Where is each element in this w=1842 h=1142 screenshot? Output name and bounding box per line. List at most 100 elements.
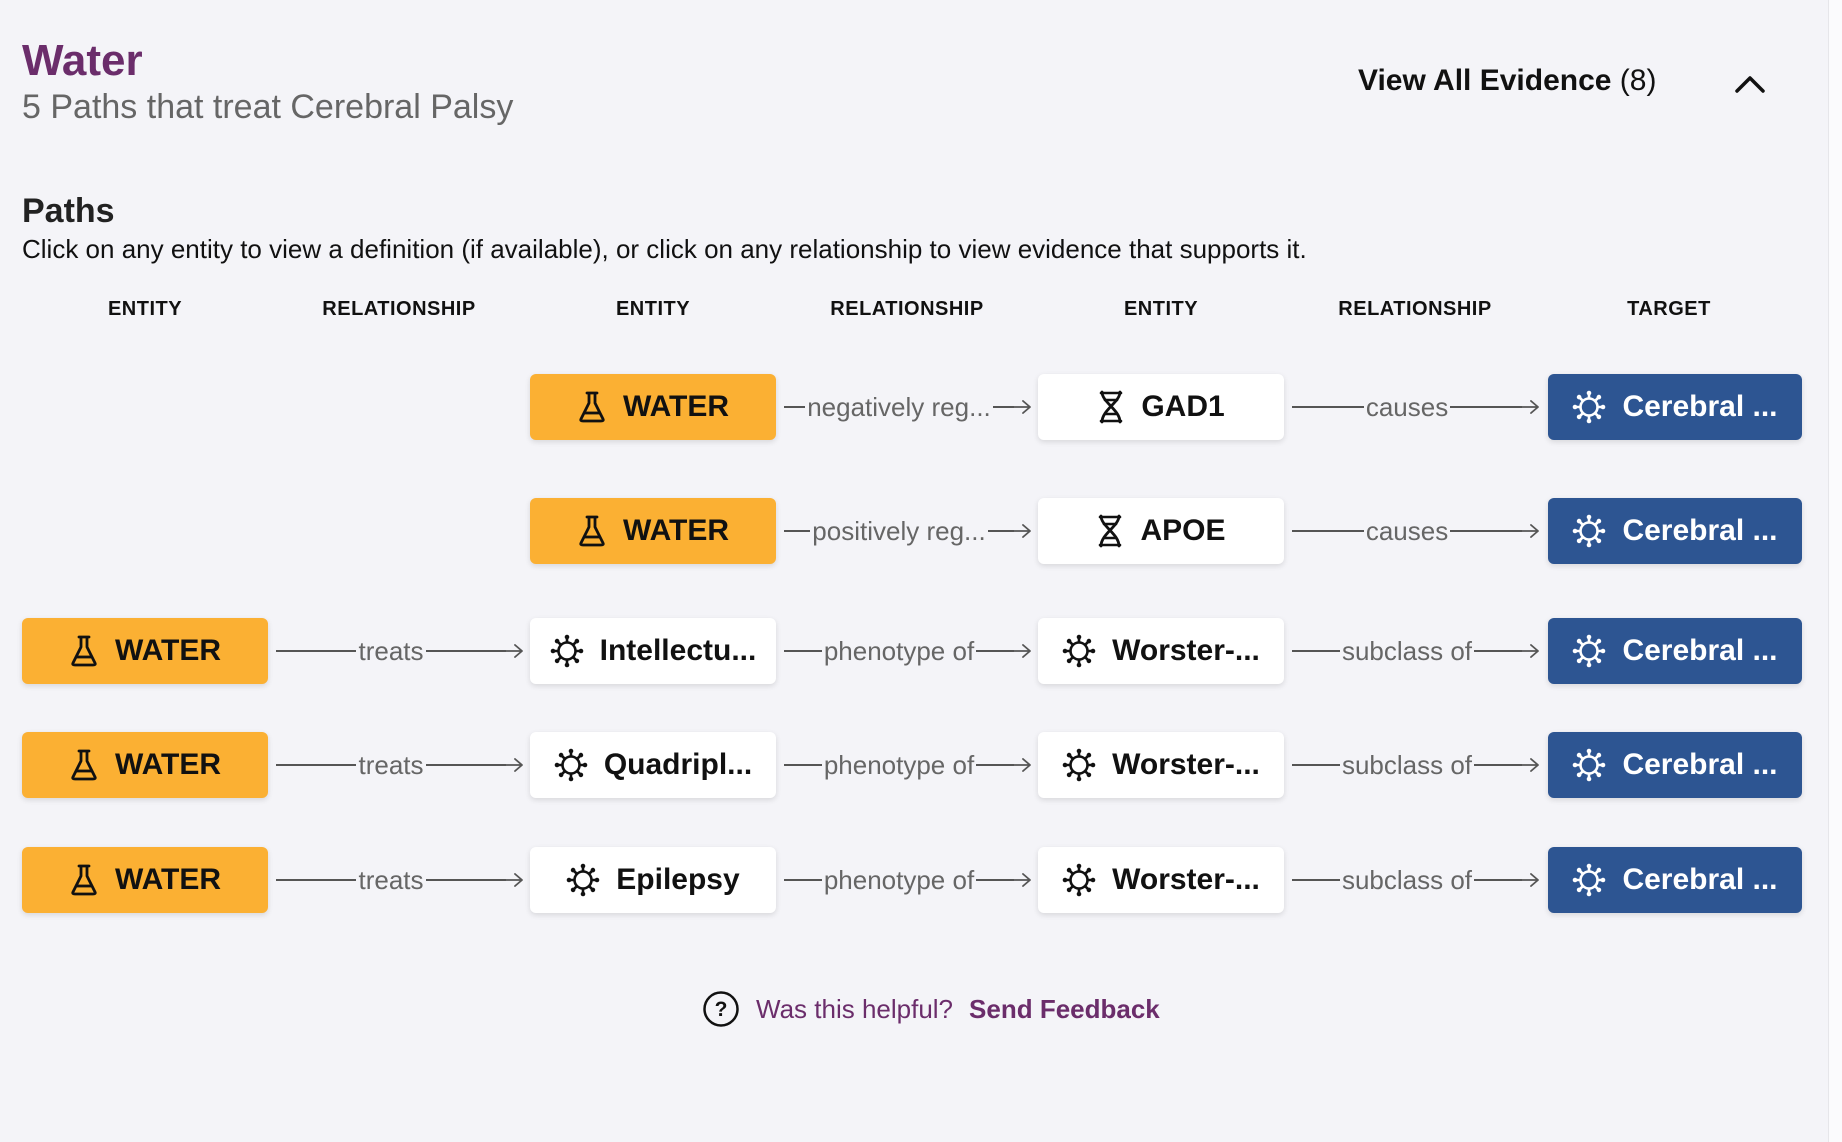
edge-line: [276, 879, 357, 881]
chip-label: Quadripl...: [603, 748, 753, 781]
arrow-right-icon: [1014, 399, 1032, 415]
virus-icon: [566, 863, 600, 897]
virus-icon: [1572, 514, 1606, 548]
relationship-label: treats: [358, 864, 424, 895]
chip-label: GAD1: [1141, 390, 1225, 423]
relationship-edge[interactable]: phenotype of: [784, 618, 1032, 684]
edge-line: [976, 879, 1015, 881]
target-chip[interactable]: Cerebral ...: [1548, 847, 1802, 913]
chip-label: Epilepsy: [616, 863, 740, 896]
entity-chip[interactable]: Intellectu...: [530, 618, 776, 684]
path-row: WATER positively reg... APOE causes Cerebral…: [0, 498, 1842, 564]
relationship-edge[interactable]: treats: [276, 847, 524, 913]
relationship-edge[interactable]: phenotype of: [784, 847, 1032, 913]
relationship-label: negatively reg...: [807, 391, 991, 422]
arrow-right-icon: [1522, 872, 1540, 888]
relationship-label: phenotype of: [823, 635, 975, 666]
target-chip[interactable]: Cerebral ...: [1548, 374, 1802, 440]
flask-icon: [577, 390, 607, 424]
virus-icon: [1572, 863, 1606, 897]
arrow-right-icon: [1014, 757, 1032, 773]
chip-label: Cerebral ...: [1622, 634, 1778, 667]
arrow-right-icon: [1522, 757, 1540, 773]
relationship-label: phenotype of: [823, 749, 975, 780]
entity-chip[interactable]: Worster-...: [1038, 847, 1284, 913]
edge-line: [784, 530, 811, 532]
entity-chip[interactable]: Quadripl...: [530, 732, 776, 798]
arrow-right-icon: [1522, 399, 1540, 415]
column-header-relationship-3: RELATIONSHIP: [1338, 298, 1492, 320]
arrow-right-icon: [1014, 643, 1032, 659]
relationship-edge[interactable]: treats: [276, 732, 524, 798]
chip-label: APOE: [1140, 514, 1226, 547]
dna-icon: [1096, 514, 1124, 548]
paths-heading: Paths: [22, 192, 115, 230]
edge-line: [425, 650, 506, 652]
relationship-label: subclass of: [1341, 749, 1473, 780]
paths-description: Click on any entity to view a definition…: [22, 234, 1307, 264]
target-chip[interactable]: Cerebral ...: [1548, 732, 1802, 798]
collapse-button[interactable]: [1730, 64, 1770, 104]
entity-chip[interactable]: APOE: [1038, 498, 1284, 564]
chip-label: WATER: [114, 748, 222, 781]
path-row: WATER treats Quadripl... phenotype of Worste…: [0, 732, 1842, 798]
relationship-label: positively reg...: [812, 515, 986, 546]
send-feedback-link[interactable]: Send Feedback: [969, 993, 1160, 1024]
relationship-edge[interactable]: positively reg...: [784, 498, 1032, 564]
entity-chip[interactable]: Worster-...: [1038, 732, 1284, 798]
entity-chip[interactable]: WATER: [22, 618, 268, 684]
chip-label: Cerebral ...: [1622, 514, 1778, 547]
column-header-entity-3: ENTITY: [1123, 298, 1199, 320]
relationship-edge[interactable]: phenotype of: [784, 732, 1032, 798]
virus-icon: [1062, 863, 1096, 897]
relationship-label: treats: [358, 635, 424, 666]
column-header-entity-2: ENTITY: [615, 298, 691, 320]
view-all-evidence-button[interactable]: View All Evidence (8): [1358, 64, 1656, 98]
relationship-label: causes: [1365, 391, 1449, 422]
chip-label: WATER: [622, 514, 730, 547]
relationship-edge[interactable]: causes: [1292, 498, 1540, 564]
flask-icon: [69, 863, 99, 897]
edge-line: [1292, 650, 1340, 652]
virus-icon: [1062, 748, 1096, 782]
entity-chip[interactable]: Epilepsy: [530, 847, 776, 913]
entity-chip[interactable]: Worster-...: [1038, 618, 1284, 684]
target-chip[interactable]: Cerebral ...: [1548, 498, 1802, 564]
page-title: Water: [22, 36, 143, 85]
dna-icon: [1097, 390, 1125, 424]
entity-chip[interactable]: WATER: [22, 732, 268, 798]
entity-chip[interactable]: WATER: [530, 374, 776, 440]
entity-chip[interactable]: WATER: [22, 847, 268, 913]
scrollbar-track[interactable]: [1828, 0, 1842, 1142]
svg-text:?: ?: [715, 998, 728, 1021]
relationship-edge[interactable]: subclass of: [1292, 732, 1540, 798]
entity-chip[interactable]: GAD1: [1038, 374, 1284, 440]
edge-line: [1450, 406, 1523, 408]
edge-line: [992, 406, 1014, 408]
flask-icon: [577, 514, 607, 548]
column-header-relationship-1: RELATIONSHIP: [322, 298, 476, 320]
relationship-edge[interactable]: subclass of: [1292, 847, 1540, 913]
chip-label: Worster-...: [1112, 863, 1260, 896]
virus-icon: [554, 748, 588, 782]
relationship-edge[interactable]: subclass of: [1292, 618, 1540, 684]
relationship-edge[interactable]: negatively reg...: [784, 374, 1032, 440]
page-subtitle: 5 Paths that treat Cerebral Palsy: [22, 88, 514, 126]
entity-chip[interactable]: WATER: [530, 498, 776, 564]
edge-line: [276, 650, 357, 652]
evidence-count: (8): [1619, 64, 1657, 97]
chip-label: WATER: [114, 863, 222, 896]
relationship-edge[interactable]: treats: [276, 618, 524, 684]
virus-icon: [1572, 634, 1606, 668]
chip-label: Cerebral ...: [1622, 748, 1778, 781]
column-header-target: TARGET: [1627, 298, 1711, 320]
relationship-edge[interactable]: causes: [1292, 374, 1540, 440]
edge-line: [425, 879, 506, 881]
feedback-bar: ? Was this helpful? Send Feedback: [702, 990, 1160, 1028]
target-chip[interactable]: Cerebral ...: [1548, 618, 1802, 684]
view-all-evidence-label: View All Evidence: [1358, 64, 1612, 97]
column-header-relationship-2: RELATIONSHIP: [830, 298, 984, 320]
edge-line: [987, 530, 1014, 532]
edge-line: [784, 764, 822, 766]
